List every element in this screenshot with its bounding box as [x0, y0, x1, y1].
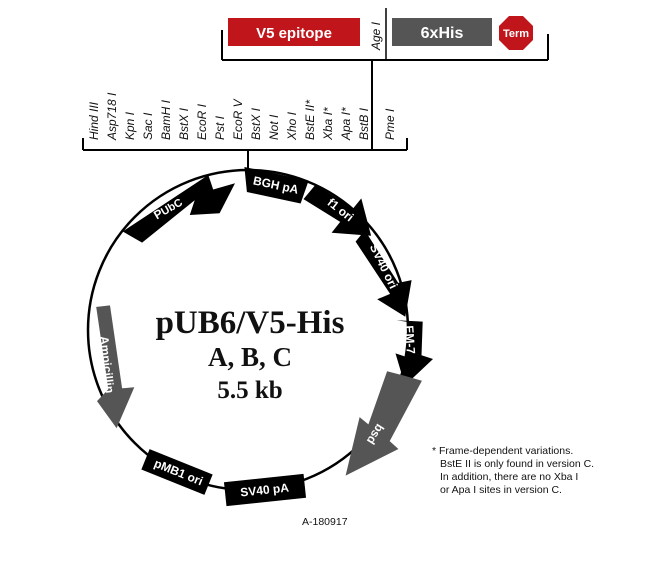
- restriction-site-label: Pme I: [383, 108, 397, 140]
- restriction-site-label: BstX I: [177, 107, 191, 140]
- restriction-site-label: Xho I: [285, 111, 299, 141]
- restriction-site-label: BstB I: [357, 107, 371, 140]
- plasmid-versions: A, B, C: [208, 342, 292, 372]
- restriction-site-label: BstE II*: [303, 100, 317, 140]
- restriction-site-label: EcoR V: [231, 98, 245, 140]
- em7-feature: EM-7: [395, 320, 433, 386]
- restriction-site-label: Pst I: [213, 115, 227, 140]
- plasmid-title-block: pUB6/V5-His A, B, C 5.5 kb: [156, 305, 345, 404]
- footnote-line-3: In addition, there are no Xba I: [440, 471, 578, 483]
- v5-epitope-label: V5 epitope: [256, 25, 332, 42]
- restriction-site-label: Apa I*: [339, 107, 353, 141]
- restriction-site-label: Hind III: [87, 101, 101, 140]
- his-tag-box: [392, 18, 492, 46]
- restriction-site-label: Asp718 I: [105, 92, 119, 141]
- plasmid-name: pUB6/V5-His: [156, 305, 345, 341]
- restriction-site-label: BstX I: [249, 107, 263, 140]
- term-label: Term: [503, 28, 529, 40]
- his-tag-label: 6xHis: [421, 25, 464, 42]
- bgh-pa-feature: BGH pA: [244, 167, 309, 204]
- top-feature-strip: V5 epitope Age I 6xHis Term: [221, 8, 549, 61]
- restriction-site-label: Not I: [267, 114, 281, 140]
- restriction-site-label: Xba I*: [321, 107, 335, 141]
- footnote-line-2: BstE II is only found in version C.: [440, 458, 594, 470]
- plasmid-size: 5.5 kb: [217, 377, 282, 404]
- ampicillin-label: Ampicillin: [97, 335, 117, 393]
- mcs-bracket: [82, 138, 408, 170]
- bsd-feature: bsd: [345, 371, 422, 476]
- pmb1-ori-feature: pMB1 ori: [141, 449, 213, 495]
- v5-epitope-box: [228, 18, 360, 46]
- restriction-site-labels: Hind III Asp718 I Kpn I Sac I BamH I BstX I Ec…: [87, 92, 397, 141]
- footnote-line-4: or Apa I sites in version C.: [440, 484, 562, 496]
- f1-ori-feature: f1 ori: [303, 184, 372, 236]
- footnote: * Frame-dependent variations. BstE II is…: [432, 445, 594, 496]
- em7-label: EM-7: [402, 325, 418, 355]
- restriction-site-label: EcoR I: [195, 103, 209, 140]
- restriction-site-label: BamH I: [159, 99, 173, 140]
- sv40-pa-label: SV40 pA: [240, 480, 290, 499]
- term-stop-sign-icon: [499, 16, 533, 50]
- restriction-site-label: Kpn I: [123, 111, 137, 140]
- ampicillin-feature: Ampicillin: [93, 305, 135, 429]
- restriction-site-label: Sac I: [141, 112, 155, 140]
- footnote-line-1: * Frame-dependent variations.: [432, 445, 573, 457]
- sv40-pa-feature: SV40 pA: [223, 473, 307, 507]
- figure-id: A-180917: [302, 516, 348, 528]
- age-site-label: Age I: [369, 21, 383, 51]
